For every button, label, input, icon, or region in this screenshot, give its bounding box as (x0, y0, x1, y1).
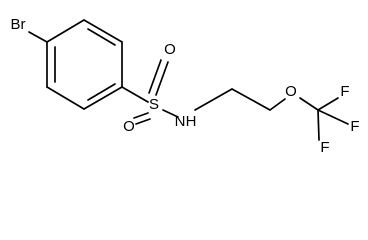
bond-ch2-oxygen (269, 98, 286, 111)
bond-sulfur-oxygen-bottom-a (133, 112, 149, 119)
atom-ether-oxygen: O (285, 83, 297, 100)
atom-nitrogen-h2: H (186, 113, 197, 130)
atom-oxygen-top: O (164, 41, 176, 58)
bond-nitrogen-ch2 (194, 88, 233, 111)
atom-fluorine-bottom: F (320, 139, 329, 156)
bond-ring-bromine (28, 31, 48, 43)
atom-bromine: Br (11, 16, 26, 33)
bond-ch2-ch2 (231, 88, 271, 111)
bond-c-f-right (317, 109, 349, 125)
molecule-svg: Br O S O N H O F F F (11, 16, 360, 156)
bond-ring-bottom-right (83, 86, 123, 110)
bond-c-f-top (317, 97, 339, 111)
bond-ring-inner-bottom-right (87, 83, 116, 101)
atom-fluorine-right: F (350, 118, 359, 135)
bond-sulfur-oxygen-bottom-b (135, 118, 151, 125)
bond-ring-top-right (83, 19, 123, 43)
bond-sulfur-nitrogen (162, 109, 179, 118)
atom-fluorine-top: F (340, 83, 349, 100)
molecule-structure-diagram: Br O S O N H O F F F (11, 16, 360, 156)
atom-oxygen-bottom: O (123, 118, 135, 135)
bond-ring-top-left (46, 19, 85, 43)
bond-sulfur-oxygen-top-b (155, 61, 169, 96)
bond-oxygen-cf3 (299, 97, 319, 111)
atom-sulfur: S (149, 96, 159, 113)
bond-c-f-bottom (317, 109, 320, 141)
bond-ring-bottom-left (46, 86, 85, 110)
bond-sulfur-oxygen-top-a (148, 59, 162, 94)
bond-ring-sulfur (121, 86, 149, 103)
bond-ring-inner-top-right (87, 28, 116, 46)
atom-nitrogen-h: N (175, 113, 186, 130)
